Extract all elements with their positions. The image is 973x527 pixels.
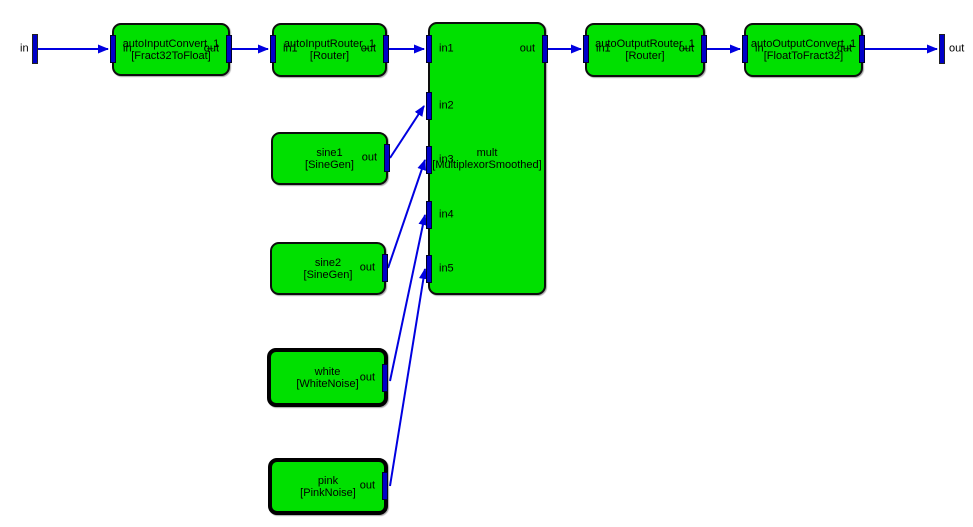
pin-in[interactable]: [742, 35, 748, 63]
node-title: sine2 [SineGen]: [272, 257, 384, 281]
pin-label-in1: in1: [596, 42, 611, 55]
input-terminal-bar[interactable]: [32, 34, 38, 64]
node-title: autoOutputRouter_1 [Router]: [587, 38, 703, 62]
pin-out[interactable]: [384, 144, 390, 172]
pin-out[interactable]: [542, 35, 548, 63]
pin-in2[interactable]: [426, 92, 432, 120]
node-name: autoInputRouter_1: [283, 38, 376, 50]
pin-label-out: out: [836, 42, 852, 55]
pin-out[interactable]: [382, 364, 388, 392]
node-type: [Fract32ToFloat]: [131, 49, 211, 62]
node-type: [SineGen]: [303, 268, 353, 281]
pin-label-out: out: [361, 151, 377, 164]
output-terminal-label: out: [949, 42, 965, 55]
pin-label-out: out: [519, 42, 535, 55]
node-type: [FloatToFract32]: [763, 50, 844, 62]
pin-label-in1: in1: [283, 42, 298, 55]
pin-out[interactable]: [383, 35, 389, 63]
node-pink[interactable]: pink [PinkNoise] out: [268, 458, 388, 515]
output-terminal-bar[interactable]: [939, 34, 945, 64]
node-type: [WhiteNoise]: [296, 377, 359, 390]
pin-label-out: out: [359, 371, 375, 384]
pin-out[interactable]: [382, 472, 388, 500]
node-name: sine1: [316, 146, 343, 159]
pin-in[interactable]: [110, 35, 116, 63]
node-title: sine1 [SineGen]: [273, 147, 386, 171]
node-title: mult [MultiplexorSmoothed]: [430, 147, 544, 171]
pin-label-in: in: [123, 42, 132, 55]
pin-label-in2: in2: [439, 99, 454, 112]
node-name: mult: [476, 146, 498, 159]
pin-in1[interactable]: [426, 35, 432, 63]
node-name: sine2: [314, 256, 342, 269]
node-white[interactable]: white [WhiteNoise] out: [267, 348, 388, 407]
pin-in4[interactable]: [426, 201, 432, 229]
pin-label-out: out: [678, 42, 694, 55]
pin-in5[interactable]: [426, 255, 432, 283]
node-type: [Router]: [625, 50, 665, 62]
node-type: [MultiplexorSmoothed]: [432, 158, 542, 171]
node-title: autoOutputConvert_1 [FloatToFract32]: [746, 38, 861, 62]
pin-label-in4: in4: [439, 208, 454, 221]
node-type: [SineGen]: [305, 158, 354, 171]
pin-label-out: out: [359, 479, 375, 492]
pin-in1[interactable]: [270, 35, 276, 63]
wire-sine1-to-mult-in2[interactable]: [389, 105, 425, 159]
node-autoOutputRouter_1[interactable]: autoOutputRouter_1 [Router] in1 out: [583, 23, 707, 77]
wire-pink-to-mult-in5[interactable]: [389, 268, 428, 487]
node-autoInputRouter_1[interactable]: autoInputRouter_1 [Router] in1 out: [270, 23, 389, 77]
input-terminal-label: in: [20, 42, 29, 55]
wire-sine2-to-mult-in3[interactable]: [387, 159, 427, 269]
node-name: autoOutputConvert_1: [750, 38, 857, 50]
node-name: autoOutputRouter_1: [595, 38, 695, 50]
pin-out[interactable]: [382, 254, 388, 282]
pin-label-out: out: [360, 42, 376, 55]
pin-in1[interactable]: [583, 35, 589, 63]
node-autoInputConvert_1[interactable]: autoInputConvert_1 [Fract32ToFloat] in o…: [110, 23, 232, 76]
wire-white-to-mult-in4[interactable]: [389, 214, 428, 382]
node-autoOutputConvert_1[interactable]: autoOutputConvert_1 [FloatToFract32] in …: [742, 23, 865, 77]
pin-out[interactable]: [226, 35, 232, 63]
pin-label-out: out: [359, 261, 375, 274]
node-sine2[interactable]: sine2 [SineGen] out: [270, 242, 388, 295]
node-title: autoInputConvert_1 [Fract32ToFloat]: [114, 38, 228, 62]
node-name: autoInputConvert_1: [122, 37, 220, 50]
pin-label-in1: in1: [439, 42, 454, 55]
node-type: [PinkNoise]: [300, 486, 356, 499]
node-name: white: [314, 365, 341, 378]
node-title: autoInputRouter_1 [Router]: [274, 38, 385, 62]
node-title: pink [PinkNoise]: [272, 475, 384, 499]
node-type: [Router]: [309, 50, 350, 62]
node-title: white [WhiteNoise]: [271, 366, 384, 390]
node-mult[interactable]: mult [MultiplexorSmoothed] in1 in2 in3 i…: [426, 22, 548, 295]
pin-out[interactable]: [701, 35, 707, 63]
pin-label-in5: in5: [439, 262, 454, 275]
pin-label-in3: in3: [439, 153, 454, 166]
pin-in3[interactable]: [426, 146, 432, 174]
pin-label-out: out: [203, 42, 219, 55]
node-name: pink: [317, 474, 339, 487]
node-sine1[interactable]: sine1 [SineGen] out: [271, 132, 390, 185]
pin-out[interactable]: [859, 35, 865, 63]
pin-label-in: in: [755, 42, 764, 55]
